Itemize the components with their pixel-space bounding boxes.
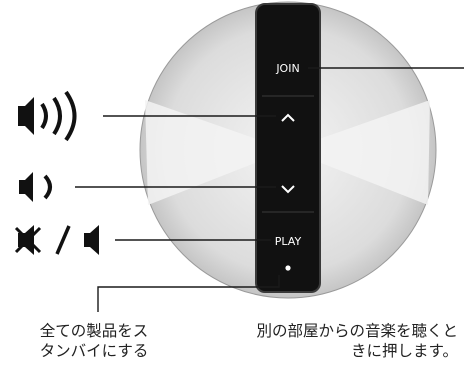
play-button-label: PLAY <box>275 235 302 248</box>
volume-down-button[interactable] <box>260 156 316 210</box>
speaker-loud-icon <box>18 90 77 142</box>
standby-caption: 全ての製品をス タンバイにする <box>14 321 174 361</box>
leader-lines <box>75 67 464 312</box>
dot-icon <box>285 265 291 271</box>
standby-caption-line1: 全ての製品をス <box>39 322 149 340</box>
volume-up-button[interactable] <box>260 98 316 154</box>
standby-caption-line2: タンバイにする <box>39 342 149 360</box>
mute-unmute-icon <box>14 225 99 255</box>
chevron-down-icon <box>281 185 295 194</box>
chevron-up-icon <box>281 113 295 122</box>
join-button-label: JOIN <box>275 62 299 75</box>
join-button[interactable]: JOIN <box>260 8 316 94</box>
play-button[interactable]: PLAY <box>260 214 316 254</box>
join-caption-line1: 別の部屋からの音楽を聴くと <box>256 322 458 340</box>
join-caption-line2: きに押します。 <box>351 342 458 360</box>
control-panel <box>255 3 321 293</box>
standby-button[interactable] <box>260 256 316 288</box>
join-caption: 別の部屋からの音楽を聴くと きに押します。 <box>196 321 458 361</box>
speaker-soft-icon <box>19 172 52 202</box>
